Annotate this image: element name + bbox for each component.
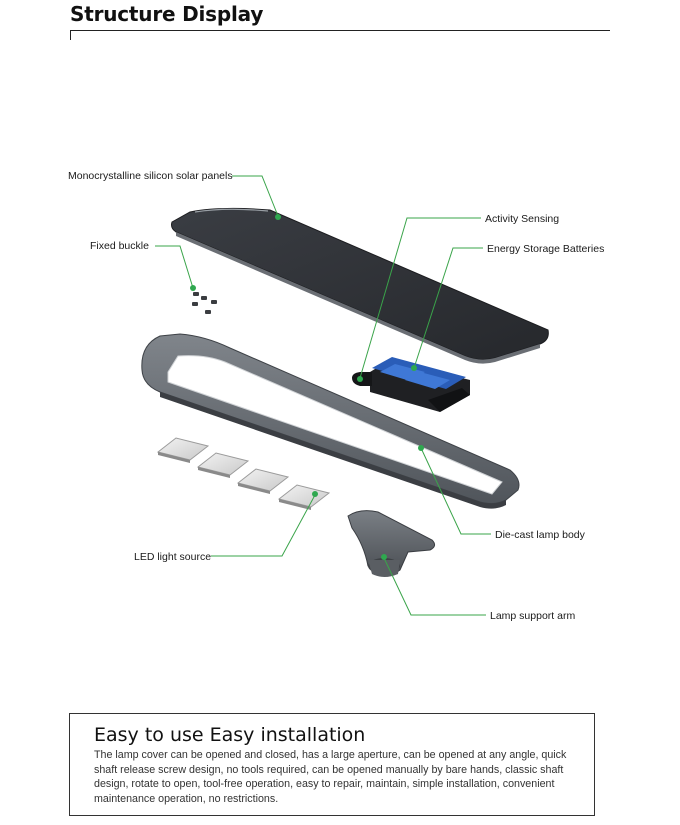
leader-line-solar-panels [232, 175, 279, 217]
label-batteries: Energy Storage Batteries [487, 243, 604, 255]
leader-line-lamp-body [420, 447, 491, 535]
label-led-source: LED light source [134, 551, 211, 563]
led-modules-graphic [156, 437, 331, 510]
led-module [196, 452, 250, 478]
solar-panel-graphic [171, 207, 549, 364]
leader-line-fixed-buckle [155, 245, 194, 289]
title-underline-tick [70, 30, 71, 40]
led-module [277, 484, 331, 510]
callout-dot-lamp-body [418, 445, 424, 451]
battery-pack-graphic [352, 357, 470, 412]
callout-dot-support-arm [381, 554, 387, 560]
info-heading: Easy to use Easy installation [94, 724, 366, 746]
label-fixed-buckle: Fixed buckle [90, 240, 149, 252]
lamp-body-graphic [141, 333, 520, 509]
callout-dot-activity-sensing [357, 376, 363, 382]
led-module [236, 468, 290, 494]
callout-dot-led-source [312, 491, 318, 497]
leader-line-support-arm [383, 557, 486, 616]
label-activity-sensing: Activity Sensing [485, 213, 559, 225]
exploded-structure-diagram: Monocrystalline silicon solar panels Act… [68, 170, 604, 622]
led-module [156, 437, 210, 463]
leader-line-batteries [413, 247, 483, 369]
callout-dot-solar-panels [275, 214, 281, 220]
installation-info-box: Easy to use Easy installation The lamp c… [69, 713, 595, 816]
label-support-arm: Lamp support arm [490, 610, 575, 622]
leader-line-led-source [211, 494, 316, 557]
callout-dot-fixed-buckle [190, 285, 196, 291]
label-solar-panels: Monocrystalline silicon solar panels [68, 170, 233, 182]
callout-dot-batteries [411, 365, 417, 371]
page-title: Structure Display [70, 2, 264, 26]
title-underline [70, 30, 610, 31]
leader-line-activity-sensing [359, 217, 481, 379]
fixed-buckle-graphic [192, 292, 217, 314]
label-lamp-body: Die-cast lamp body [495, 529, 586, 541]
info-body: The lamp cover can be opened and closed,… [94, 749, 567, 805]
support-arm-graphic [347, 510, 436, 577]
